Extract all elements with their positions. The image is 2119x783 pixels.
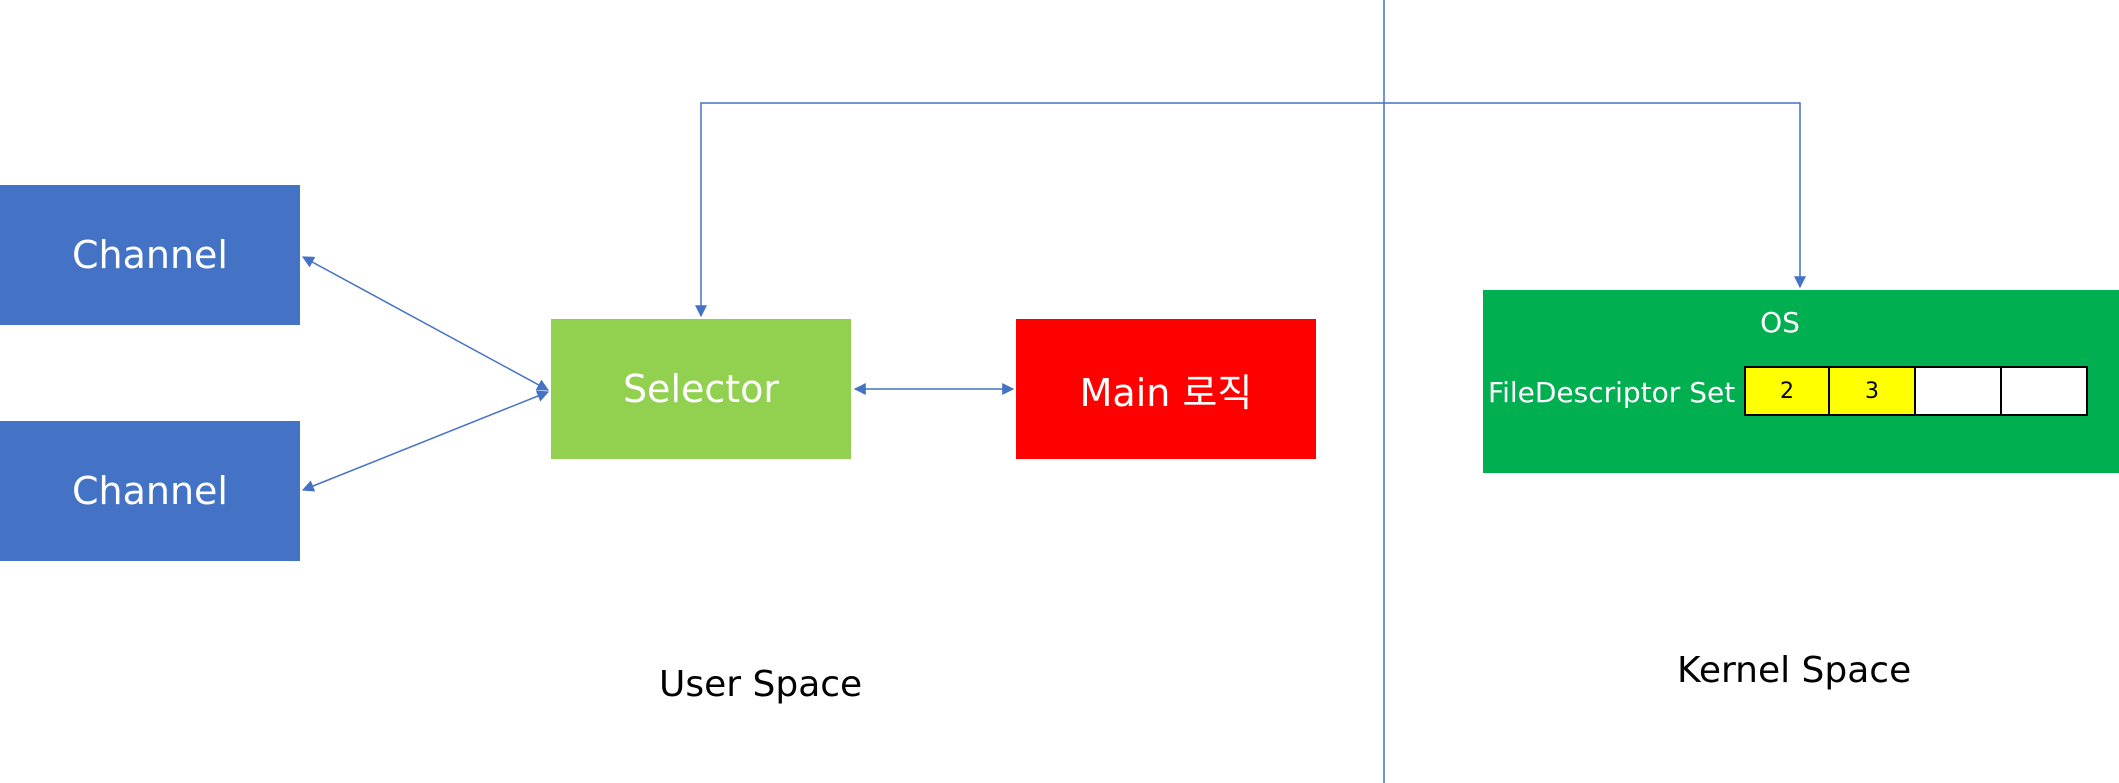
fd-cell: 2: [1744, 366, 1830, 416]
selector-channel-top-connector: [301, 256, 550, 391]
channel-bottom-label: Channel: [71, 469, 228, 513]
fd-cell: [2002, 366, 2088, 416]
channel-top-box: Channel: [0, 185, 300, 325]
selector-channel-bottom-connector: [301, 390, 550, 492]
kernel-space-label: Kernel Space: [1677, 650, 1912, 691]
fd-cell: [1916, 366, 2002, 416]
selector-os-elbow-connector: [695, 102, 1806, 318]
main-logic-box: Main 로직: [1016, 319, 1316, 459]
channel-top-label: Channel: [71, 233, 228, 277]
channel-bottom-box: Channel: [0, 421, 300, 561]
main-logic-label: Main 로직: [1079, 370, 1253, 415]
selector-box: Selector: [551, 319, 851, 459]
selector-label: Selector: [622, 367, 780, 411]
os-label: OS: [1760, 305, 1800, 339]
user-space-label: User Space: [659, 664, 863, 705]
fd-set-label: FileDescriptor Set: [1488, 375, 1736, 409]
fd-cell: 3: [1830, 366, 1916, 416]
